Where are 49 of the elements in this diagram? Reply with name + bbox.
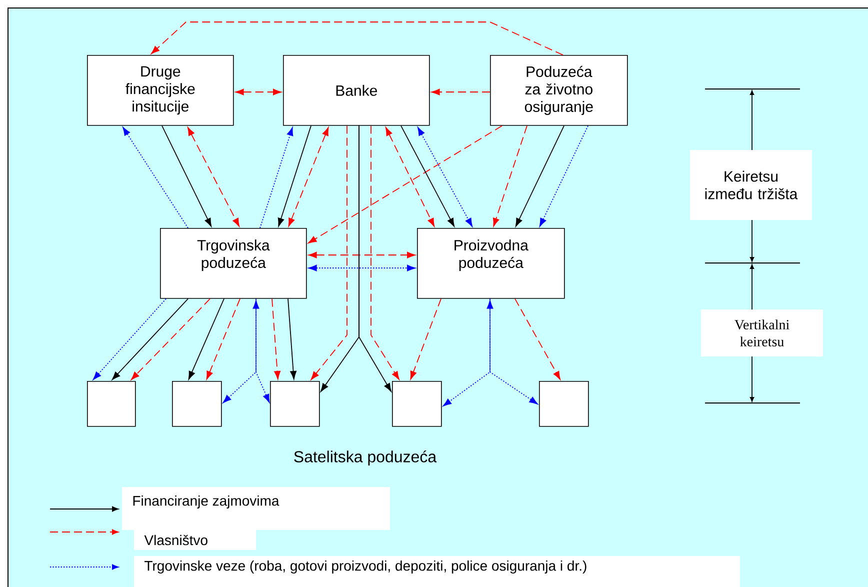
satellite-box — [270, 381, 320, 427]
arrow — [222, 300, 260, 404]
dimension-label: Vertikalni keiretsu — [701, 310, 823, 356]
arrow — [151, 22, 564, 56]
arrow — [187, 127, 240, 227]
arrow — [92, 298, 166, 380]
arrow — [112, 298, 188, 380]
satellite-box — [392, 381, 442, 427]
satellite-box — [539, 381, 589, 427]
arrow — [310, 125, 348, 380]
company-box: Banke — [283, 55, 430, 126]
arrow — [308, 125, 502, 244]
arrow — [492, 125, 528, 227]
arrow — [122, 127, 188, 228]
arrow — [206, 298, 240, 380]
arrow — [278, 125, 312, 227]
arrow — [514, 298, 560, 380]
company-box: Poduzeća za životno osiguranje — [490, 55, 628, 126]
arrow — [410, 298, 442, 380]
arrow — [162, 125, 212, 227]
arrow — [130, 298, 210, 380]
company-box: Proizvodna poduzeća — [417, 228, 565, 299]
dimension-label: Keiretsu između tržišta — [690, 150, 812, 220]
arrow — [308, 252, 416, 258]
arrow — [288, 298, 296, 380]
arrow — [358, 125, 392, 392]
arrow — [256, 298, 270, 403]
company-box: Druge financijske insitucije — [87, 55, 234, 126]
legend-label: Trgovinske veze (roba, gotovi proizvodi, depoziti, police osiguranja i dr.) — [134, 556, 740, 587]
arrow — [370, 125, 400, 380]
arrow — [515, 125, 564, 227]
arrow — [539, 125, 588, 227]
arrow — [188, 298, 224, 380]
satellite-box — [87, 381, 136, 427]
arrow — [400, 125, 455, 227]
arrow — [288, 127, 329, 227]
arrow — [235, 88, 282, 96]
legend-label: Vlasništvo — [134, 530, 256, 550]
arrow — [260, 127, 294, 228]
arrow — [442, 300, 494, 406]
arrow — [490, 298, 538, 404]
arrow — [308, 264, 416, 272]
arrow — [385, 127, 435, 227]
arrow — [431, 88, 490, 96]
group-caption: Satelitska poduzeća — [294, 450, 437, 466]
satellite-box — [172, 381, 222, 427]
arrow — [418, 127, 472, 227]
company-box: Trgovinska poduzeća — [160, 228, 307, 299]
arrow — [272, 298, 280, 380]
